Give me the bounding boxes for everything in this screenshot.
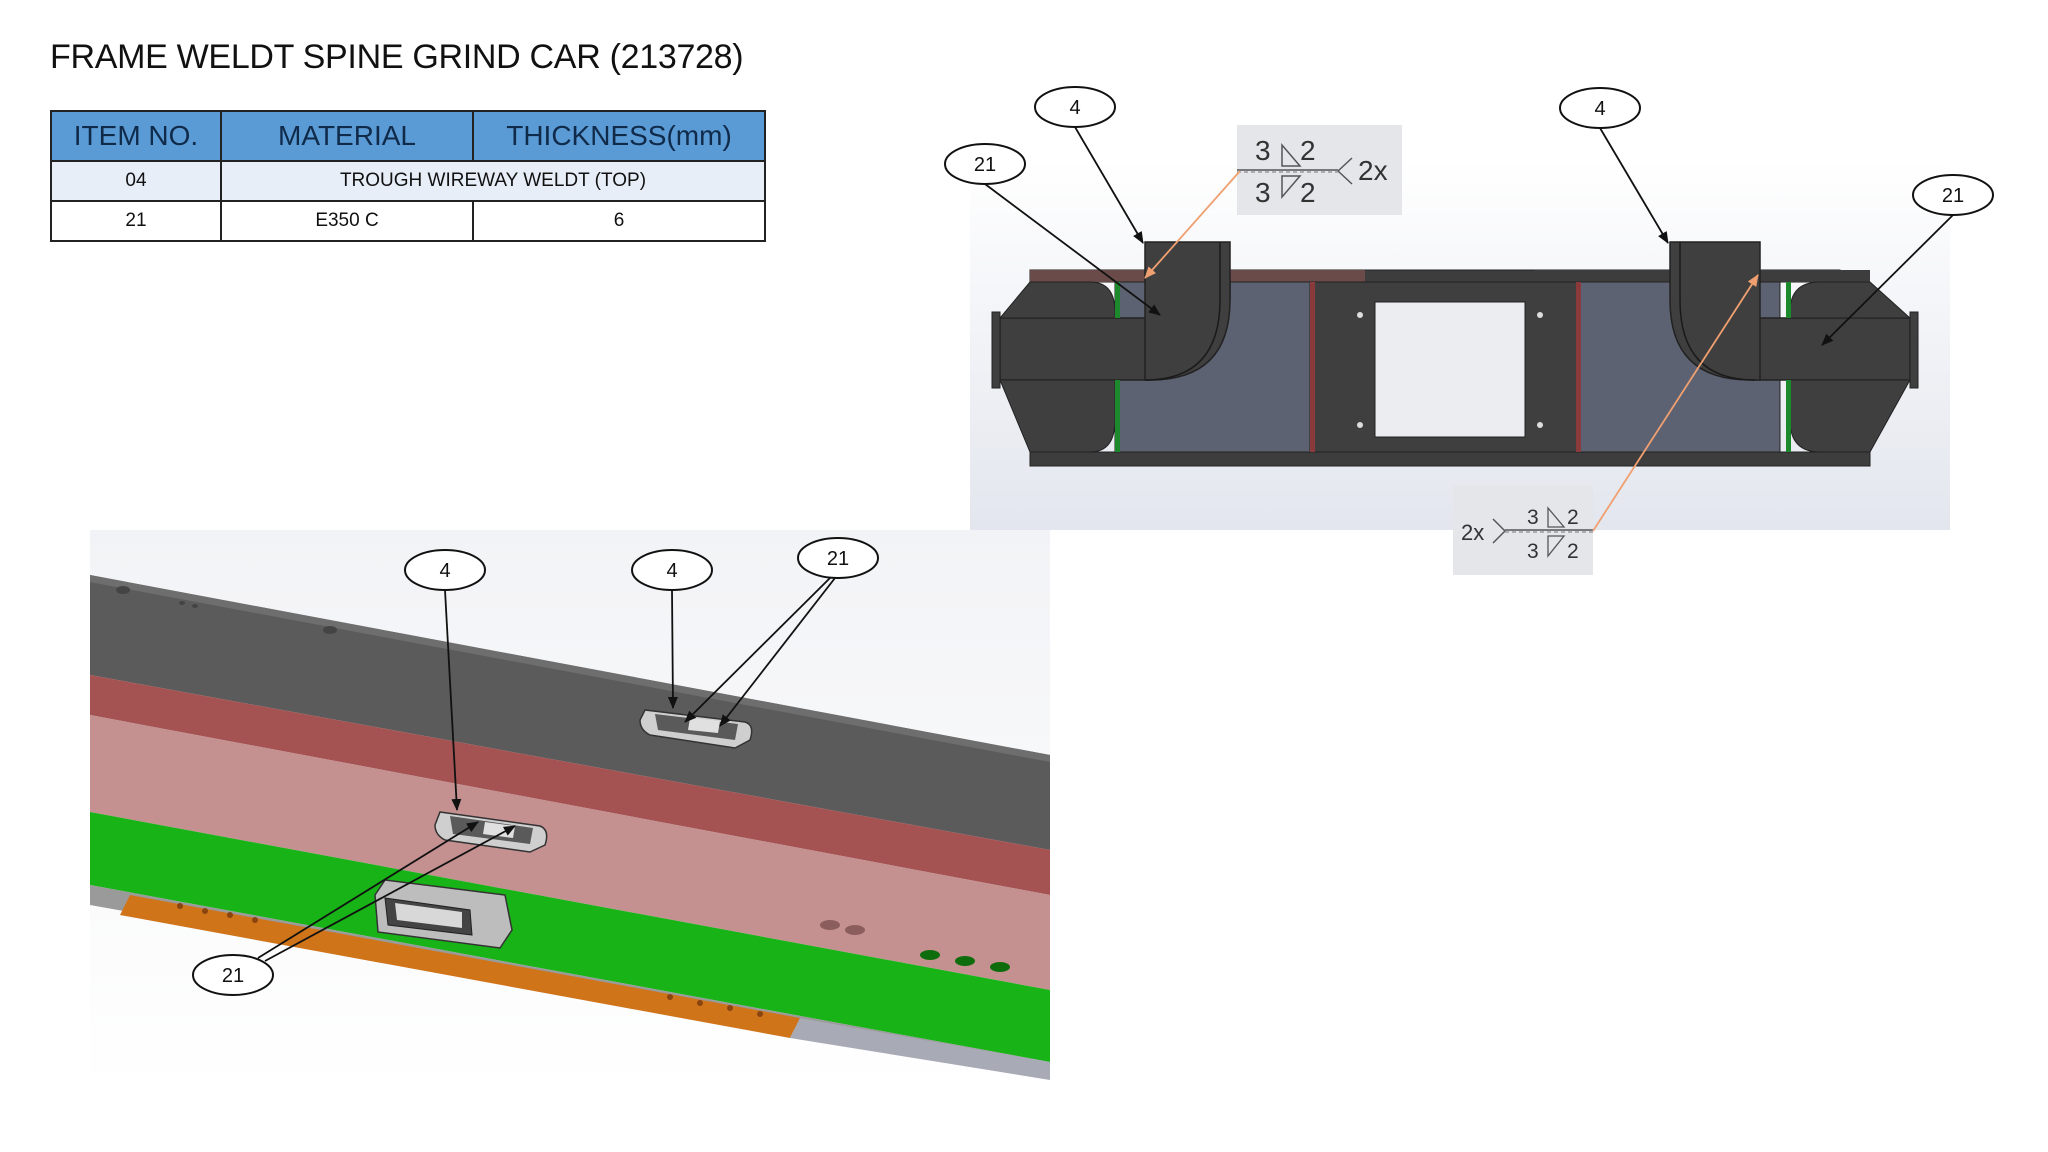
trough-box — [374, 879, 513, 949]
svg-text:21: 21 — [827, 548, 849, 570]
svg-text:2x: 2x — [1461, 520, 1484, 545]
table-row: 04 TROUGH WIREWAY WELDT (TOP) — [50, 160, 766, 202]
weld-symbol-top: 3 2 3 2 2x — [1237, 125, 1402, 215]
pink-plate — [90, 715, 1050, 990]
bill-of-materials-table: ITEM NO. MATERIAL THICKNESS(mm) 04 TROUG… — [50, 110, 766, 242]
table-header-row: ITEM NO. MATERIAL THICKNESS(mm) — [50, 110, 766, 162]
svg-text:4: 4 — [439, 560, 450, 582]
header-thickness: THICKNESS(mm) — [472, 110, 766, 162]
dark-top-beam — [90, 575, 1050, 850]
balloon-21-top-left: 21 — [944, 143, 1026, 185]
header-item-no: ITEM NO. — [50, 110, 222, 162]
svg-text:4: 4 — [1594, 98, 1605, 120]
red-strip — [90, 675, 1050, 895]
svg-text:21: 21 — [1942, 185, 1964, 207]
balloon-21-top-right: 21 — [1912, 174, 1994, 216]
cell-item: 21 — [50, 200, 222, 242]
balloon-4-top-right: 4 — [1559, 87, 1641, 129]
svg-text:2: 2 — [1567, 506, 1579, 529]
balloon-4-iso-left: 4 — [404, 549, 486, 591]
svg-text:3: 3 — [1255, 177, 1271, 208]
svg-text:2x: 2x — [1358, 155, 1388, 186]
web-window — [1374, 301, 1526, 438]
svg-text:2: 2 — [1567, 540, 1579, 563]
section-view: 4 21 4 21 3 2 3 2 2x — [944, 86, 1994, 575]
page-title: FRAME WELDT SPINE GRIND CAR (213728) — [50, 38, 744, 76]
svg-text:2: 2 — [1300, 135, 1316, 166]
green-plate — [90, 812, 1050, 1062]
svg-text:3: 3 — [1527, 540, 1539, 563]
cell-thickness: 6 — [472, 200, 766, 242]
isometric-view: 4 4 21 21 — [90, 530, 1050, 1095]
cell-description: TROUGH WIREWAY WELDT (TOP) — [220, 160, 766, 202]
header-material: MATERIAL — [220, 110, 474, 162]
table-row: 21 E350 C 6 — [50, 200, 766, 242]
svg-text:3: 3 — [1255, 135, 1271, 166]
svg-text:4: 4 — [1069, 97, 1080, 119]
balloon-4-iso-right: 4 — [631, 549, 713, 591]
cell-material: E350 C — [220, 200, 474, 242]
balloon-4-top-left: 4 — [1034, 86, 1116, 128]
svg-text:21: 21 — [974, 154, 996, 176]
svg-text:2: 2 — [1300, 177, 1316, 208]
orange-bar — [120, 895, 800, 1038]
svg-text:21: 21 — [222, 965, 244, 987]
svg-text:4: 4 — [666, 560, 677, 582]
balloon-21-iso-bottom: 21 — [192, 954, 274, 996]
weld-symbol-bottom: 3 2 3 2 2x — [1453, 485, 1593, 575]
cell-item: 04 — [50, 160, 222, 202]
svg-text:3: 3 — [1527, 506, 1539, 529]
balloon-21-iso-top: 21 — [797, 537, 879, 579]
bottom-flange — [1029, 451, 1871, 467]
